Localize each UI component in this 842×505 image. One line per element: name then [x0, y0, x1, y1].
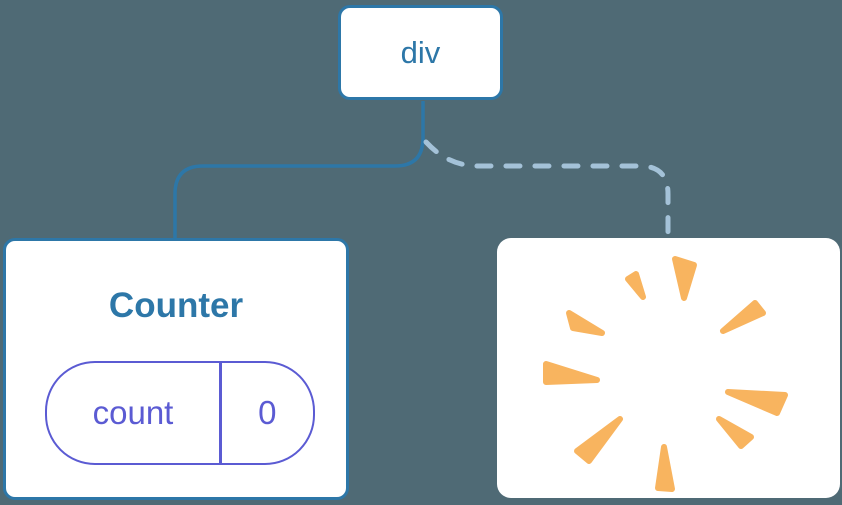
poof-sparkle-icon — [543, 256, 788, 492]
node-div-label: div — [400, 34, 441, 70]
state-pill-value: 0 — [258, 394, 277, 431]
node-counter: Counter count 0 — [3, 238, 349, 500]
state-pill-key: count — [92, 394, 174, 431]
poof-ray — [655, 444, 675, 492]
poof-ray — [566, 310, 605, 336]
poof-ray — [543, 361, 600, 385]
poof-ray — [720, 300, 766, 334]
poof-ray — [716, 416, 754, 449]
poof-ray — [725, 389, 788, 416]
poof-ray — [672, 256, 697, 301]
poof-ray — [574, 416, 623, 464]
state-pill-divider — [219, 363, 222, 463]
state-pill: count 0 — [45, 361, 315, 465]
poof-ray — [625, 271, 646, 300]
node-counter-title: Counter — [108, 286, 244, 325]
node-div: div — [338, 5, 503, 100]
edge-dashed-div-to-removed — [423, 139, 671, 243]
edge-solid-div-to-counter — [173, 101, 425, 240]
node-removed — [497, 238, 840, 498]
